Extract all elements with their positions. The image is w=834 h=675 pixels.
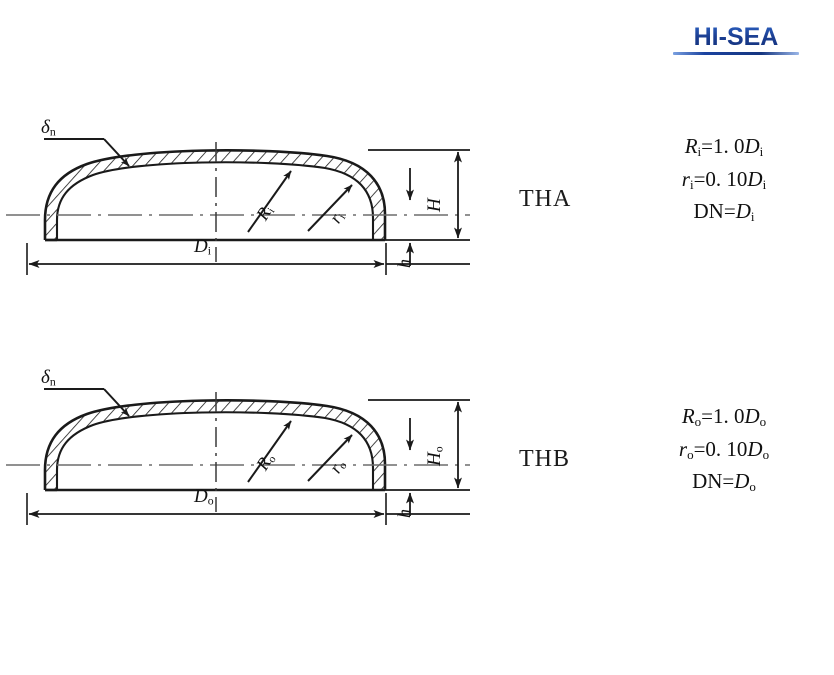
- thb-tag: THB: [519, 446, 570, 472]
- tha-formula-2: DN=Di: [693, 199, 755, 224]
- logo-text: HI-SEA: [693, 23, 779, 51]
- tha-formula-0: Ri=1. 0Di: [684, 134, 764, 159]
- tha-diameter-label: Di: [194, 236, 212, 258]
- tha-thickness-label: δn: [41, 117, 56, 139]
- thb-thickness-label: δn: [41, 367, 56, 389]
- thb-head-section: [43, 399, 387, 492]
- thb-formula-1: ro=0. 10Do: [678, 436, 770, 462]
- tha-formula-block: Ri=1. 0Di ri=0. 10Di DN=Di: [614, 130, 834, 228]
- thb-flange-label: h: [394, 509, 414, 518]
- tha-formula-1: ri=0. 10Di: [681, 166, 767, 192]
- tha-knuckle-radius-leader: [307, 184, 353, 232]
- thb-formula-0: Ro=1. 0Do: [681, 404, 767, 429]
- tha-head-section: [43, 149, 387, 242]
- hi-sea-logo[interactable]: HI-SEA: [666, 20, 806, 60]
- logo-underline: [673, 52, 799, 55]
- thb-knuckle-radius-leader: [307, 434, 353, 482]
- thb-crown-radius-leader: [247, 420, 292, 483]
- tha-thickness-leader: [44, 138, 130, 167]
- thb-diameter-label: Do: [194, 486, 214, 508]
- thb-height-label: Ho: [424, 446, 446, 466]
- thb-formula-2: DN=Do: [692, 469, 756, 494]
- tha-tag: THA: [519, 186, 572, 212]
- tha-crown-radius-leader: [247, 170, 292, 233]
- diagram-thb: [6, 388, 470, 525]
- tha-flange-label: h: [394, 259, 414, 268]
- thb-formula-block: Ro=1. 0Do ro=0. 10Do DN=Do: [614, 400, 834, 498]
- diagram-tha: [6, 138, 470, 275]
- tha-height-label: H: [424, 198, 445, 212]
- thb-thickness-leader: [44, 388, 130, 417]
